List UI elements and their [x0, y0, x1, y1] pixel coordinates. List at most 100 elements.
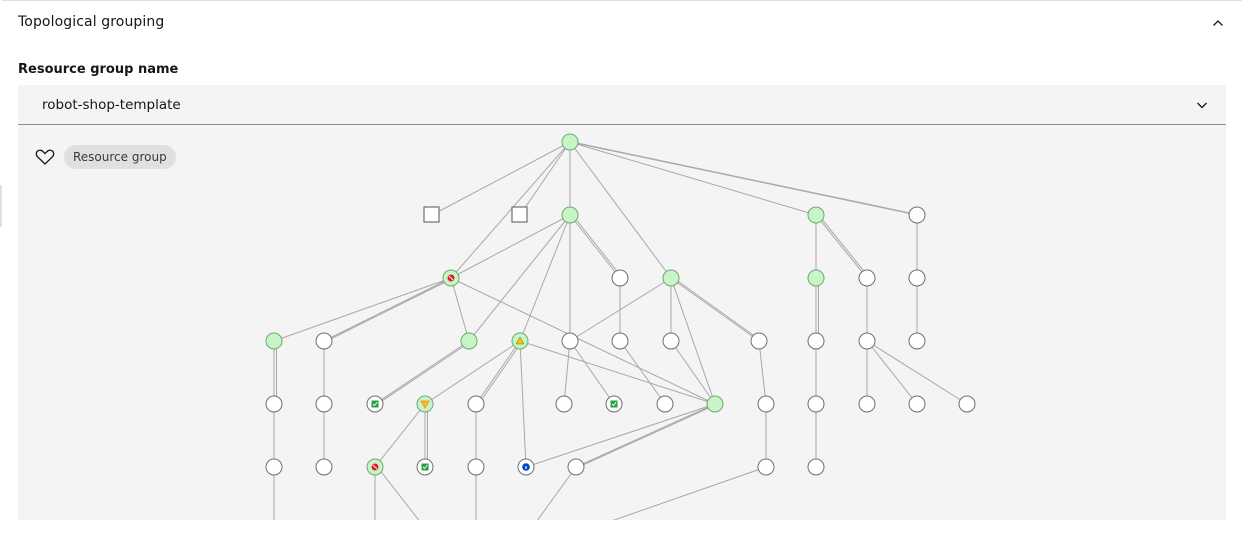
topology-node[interactable]	[315, 458, 333, 476]
topology-edge	[519, 340, 527, 468]
info-status-glyph	[525, 466, 527, 469]
topology-edge	[450, 214, 571, 279]
topology-edge	[377, 466, 420, 520]
topology-edge	[326, 277, 454, 342]
clear-status-check	[372, 401, 378, 407]
critical-status-icon-slash	[372, 464, 378, 470]
topology-edge	[569, 340, 615, 405]
topology-node[interactable]	[807, 458, 825, 476]
critical-status-icon-slash	[448, 275, 454, 281]
topology-edge	[563, 340, 571, 405]
topology-edge	[815, 214, 868, 279]
topology-edge	[572, 214, 623, 279]
topology-node[interactable]	[807, 206, 825, 224]
topology-node[interactable]	[807, 395, 825, 413]
topology-node[interactable]	[908, 269, 926, 287]
topology-group-node[interactable]	[423, 206, 440, 223]
topology-node[interactable]	[757, 458, 775, 476]
topology-node[interactable]	[467, 458, 485, 476]
accordion-title: Topological grouping	[18, 14, 165, 30]
topology-node[interactable]	[750, 332, 768, 350]
topology-node[interactable]	[706, 395, 724, 413]
topology-edge	[670, 340, 716, 405]
clear-status-icon	[610, 400, 618, 408]
topology-edge	[569, 141, 918, 216]
clear-status-icon	[421, 463, 429, 471]
topology-edge	[519, 214, 571, 342]
topology-edge	[525, 403, 716, 468]
topology-edge	[569, 141, 672, 279]
topology-node[interactable]	[958, 395, 976, 413]
topology-node[interactable]	[807, 332, 825, 350]
topology-edge	[273, 277, 452, 342]
topology-graph[interactable]	[18, 125, 1226, 520]
resource-group-name-label: Resource group name	[18, 62, 179, 77]
topology-edge	[569, 277, 672, 342]
topology-edge	[374, 403, 426, 468]
topology-edge	[758, 340, 767, 405]
topology-node[interactable]	[757, 395, 775, 413]
resource-group-select[interactable]: robot-shop-template	[18, 85, 1226, 125]
topology-edge	[612, 466, 767, 520]
topology-node[interactable]	[315, 332, 333, 350]
topology-node[interactable]	[611, 332, 629, 350]
topology-node[interactable]	[561, 133, 579, 151]
topology-node[interactable]	[662, 332, 680, 350]
topology-node[interactable]	[908, 332, 926, 350]
topology-node[interactable]	[656, 395, 674, 413]
chevron-down-icon	[1197, 102, 1207, 109]
topology-edge	[431, 141, 571, 216]
topology-canvas[interactable]: Resource group	[18, 125, 1226, 520]
topology-edge	[450, 141, 571, 279]
topology-edge	[468, 214, 571, 342]
selected-resource-group: robot-shop-template	[42, 97, 181, 113]
topology-edge	[670, 277, 716, 405]
topology-node[interactable]	[858, 269, 876, 287]
resource-group-tag: Resource group	[64, 145, 176, 169]
topology-edge	[374, 340, 470, 405]
topology-node[interactable]	[265, 458, 283, 476]
topology-edge	[478, 340, 523, 405]
topology-node[interactable]	[460, 332, 478, 350]
topology-edge	[572, 141, 920, 216]
topology-node[interactable]	[858, 332, 876, 350]
topology-edge	[519, 141, 571, 216]
topology-edge	[619, 340, 666, 405]
heart-outline-icon[interactable]	[35, 149, 55, 165]
topology-node[interactable]	[467, 395, 485, 413]
topology-edge	[377, 340, 472, 405]
topology-edge	[866, 340, 918, 405]
topology-edge	[569, 214, 621, 279]
accordion-header[interactable]: Topological grouping	[2, 1, 1242, 45]
topology-node[interactable]	[611, 269, 629, 287]
topology-edge	[575, 403, 716, 468]
topology-node[interactable]	[265, 332, 283, 350]
topology-node[interactable]	[315, 395, 333, 413]
topology-edge	[323, 277, 452, 342]
topology-edge	[450, 277, 470, 342]
warning-status-icon	[515, 336, 525, 345]
topology-node[interactable]	[561, 206, 579, 224]
clear-status-icon	[371, 400, 379, 408]
clear-status-check	[422, 464, 428, 470]
topology-edge	[818, 214, 870, 279]
topology-node[interactable]	[561, 332, 579, 350]
topology-edge	[537, 466, 577, 520]
topology-node[interactable]	[567, 458, 585, 476]
divider	[0, 185, 2, 227]
topology-node[interactable]	[908, 395, 926, 413]
topology-edge	[519, 340, 716, 405]
topology-node[interactable]	[265, 395, 283, 413]
topology-edge	[673, 277, 762, 342]
clear-status-check	[611, 401, 617, 407]
topology-edge	[424, 340, 521, 405]
topology-node[interactable]	[908, 206, 926, 224]
topology-group-node[interactable]	[511, 206, 528, 223]
topology-node[interactable]	[807, 269, 825, 287]
topology-node[interactable]	[662, 269, 680, 287]
topology-node[interactable]	[555, 395, 573, 413]
chevron-up-icon	[1213, 20, 1223, 26]
topology-node[interactable]	[858, 395, 876, 413]
minor-status-icon	[420, 400, 430, 409]
